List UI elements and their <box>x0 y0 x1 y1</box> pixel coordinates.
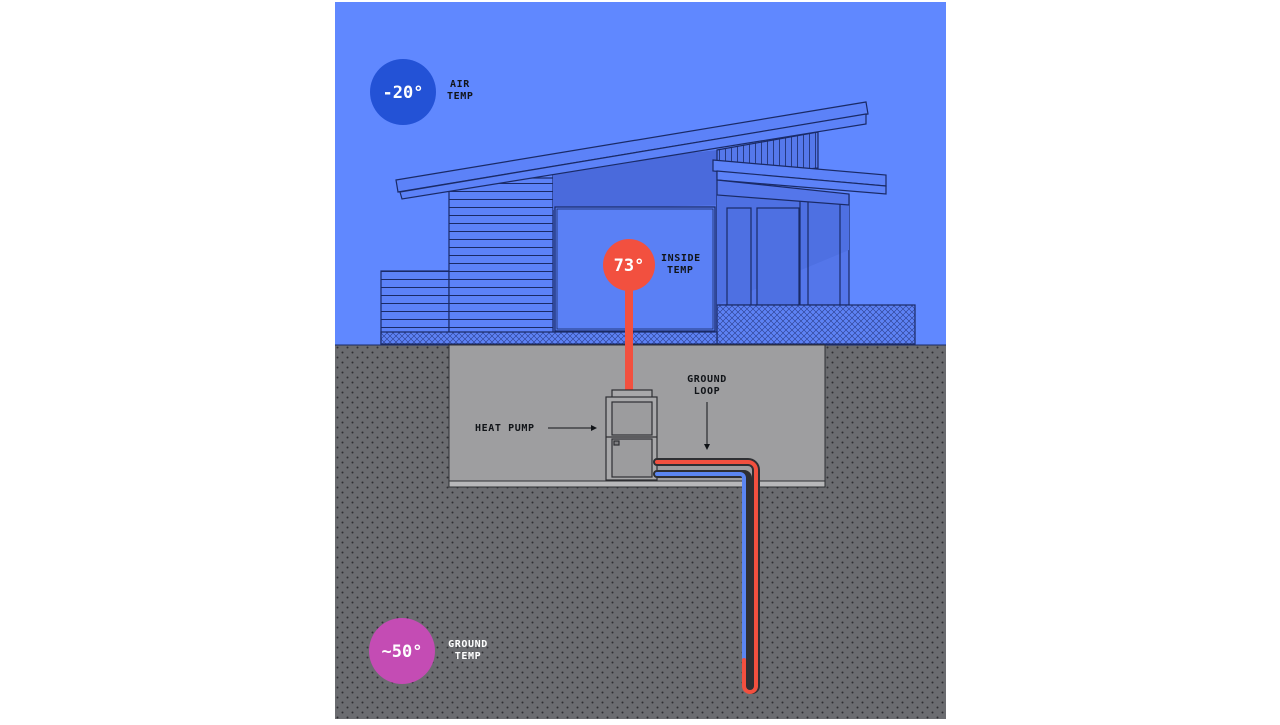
heat-pump-unit <box>605 389 658 481</box>
heat-pump-arrow <box>548 425 597 431</box>
supply-pipe <box>655 460 758 688</box>
porch-base <box>716 304 916 345</box>
air-temp-value: -20° <box>383 83 424 103</box>
ground-temp-value: ~50° <box>382 642 423 662</box>
inside-temp-label-line2: TEMP <box>667 265 693 276</box>
large-window <box>554 206 716 332</box>
return-pipe <box>655 472 746 688</box>
ground-temp-label-line2: TEMP <box>455 651 481 662</box>
ground-loop-arrow <box>704 402 710 450</box>
heat-pump-label: HEAT PUMP <box>475 423 535 434</box>
air-temp-label-line1: AIR <box>450 79 470 90</box>
air-temp-badge: -20° <box>370 59 436 125</box>
inside-temp-value: 73° <box>614 256 645 276</box>
inside-temp-badge: 73° <box>603 239 655 291</box>
house <box>380 101 916 345</box>
ground-loop-label-line1: GROUND <box>687 374 727 385</box>
door-left <box>726 207 752 306</box>
inside-temp-stem <box>625 270 633 392</box>
main-wall-siding <box>448 177 555 345</box>
ground-temp-label-line1: GROUND <box>448 639 488 650</box>
main-roof <box>395 101 869 193</box>
ground-temp-badge: ~50° <box>369 618 435 684</box>
ground-loop-pipes <box>653 458 760 694</box>
door-right <box>756 207 800 306</box>
ground-loop-label-line2: LOOP <box>694 386 720 397</box>
air-temp-label-line2: TEMP <box>447 91 473 102</box>
basement-floor <box>448 480 826 488</box>
foundation-strip <box>380 331 718 345</box>
inside-temp-label-line1: INSIDE <box>661 253 701 264</box>
